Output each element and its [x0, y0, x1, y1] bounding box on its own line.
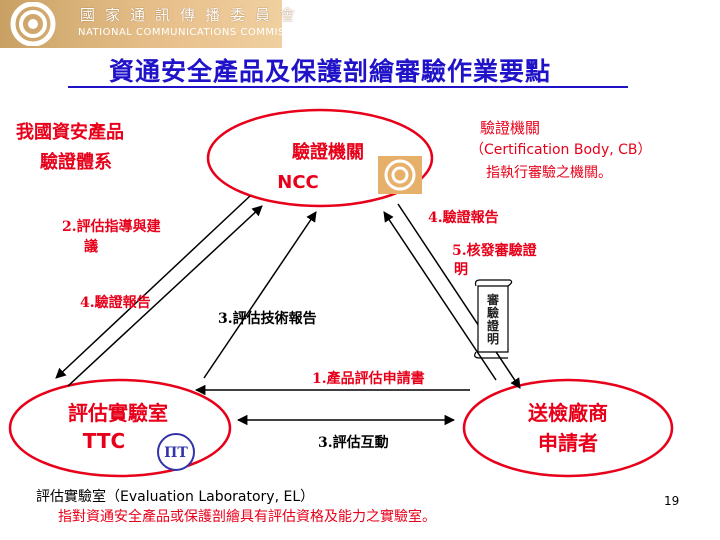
cb-note-line3: 指執行審驗之機關。 [486, 162, 612, 182]
certificate-text: 審驗證明 [484, 294, 502, 346]
applicant-label-2: 申請者 [538, 431, 598, 455]
ncc-name: NCC [277, 172, 318, 193]
ncc-small-logo-icon [378, 156, 422, 194]
system-label-line1: 我國資安產品 [16, 118, 124, 144]
cb-note-line1: 驗證機關 [480, 117, 540, 138]
lab-node [10, 380, 230, 476]
ttc-logo-icon: ΠΤ [158, 434, 194, 470]
applicant-label-1: 送檢廠商 [528, 401, 608, 425]
arrow-label-issue-cert-cont: 明 [454, 259, 468, 279]
lab-label: 評估實驗室 [68, 401, 168, 425]
arrow-label-guidance: 2.評估指導與建 [62, 216, 161, 236]
arrow-label-report-left: 4.驗證報告 [80, 292, 151, 312]
el-note-line2: 指對資通安全產品或保護剖繪具有評估資格及能力之實驗室。 [58, 506, 436, 526]
applicant-node [464, 380, 672, 476]
lab-name: TTC [83, 429, 125, 453]
cb-note-line2: （Certification Body, CB） [470, 139, 652, 159]
ncc-label: 驗證機關 [292, 141, 364, 163]
el-note-line1: 評估實驗室（Evaluation Laboratory, EL） [36, 486, 314, 506]
arrow-label-guidance-cont: 議 [84, 236, 98, 256]
arrow-label-report-right: 4.驗證報告 [428, 207, 499, 227]
page-number: 19 [664, 494, 679, 508]
svg-text:ΠΤ: ΠΤ [164, 445, 188, 461]
arrow-label-tech-report: 3.評估技術報告 [218, 308, 317, 328]
arrow-label-issue-cert: 5.核發審驗證 [452, 240, 537, 260]
arrow-label-interaction: 3.評估互動 [318, 432, 389, 452]
arrow-lab-report [204, 212, 316, 378]
arrow-label-application: 1.產品評估申請書 [312, 368, 425, 388]
system-label-line2: 驗證體系 [40, 148, 112, 174]
